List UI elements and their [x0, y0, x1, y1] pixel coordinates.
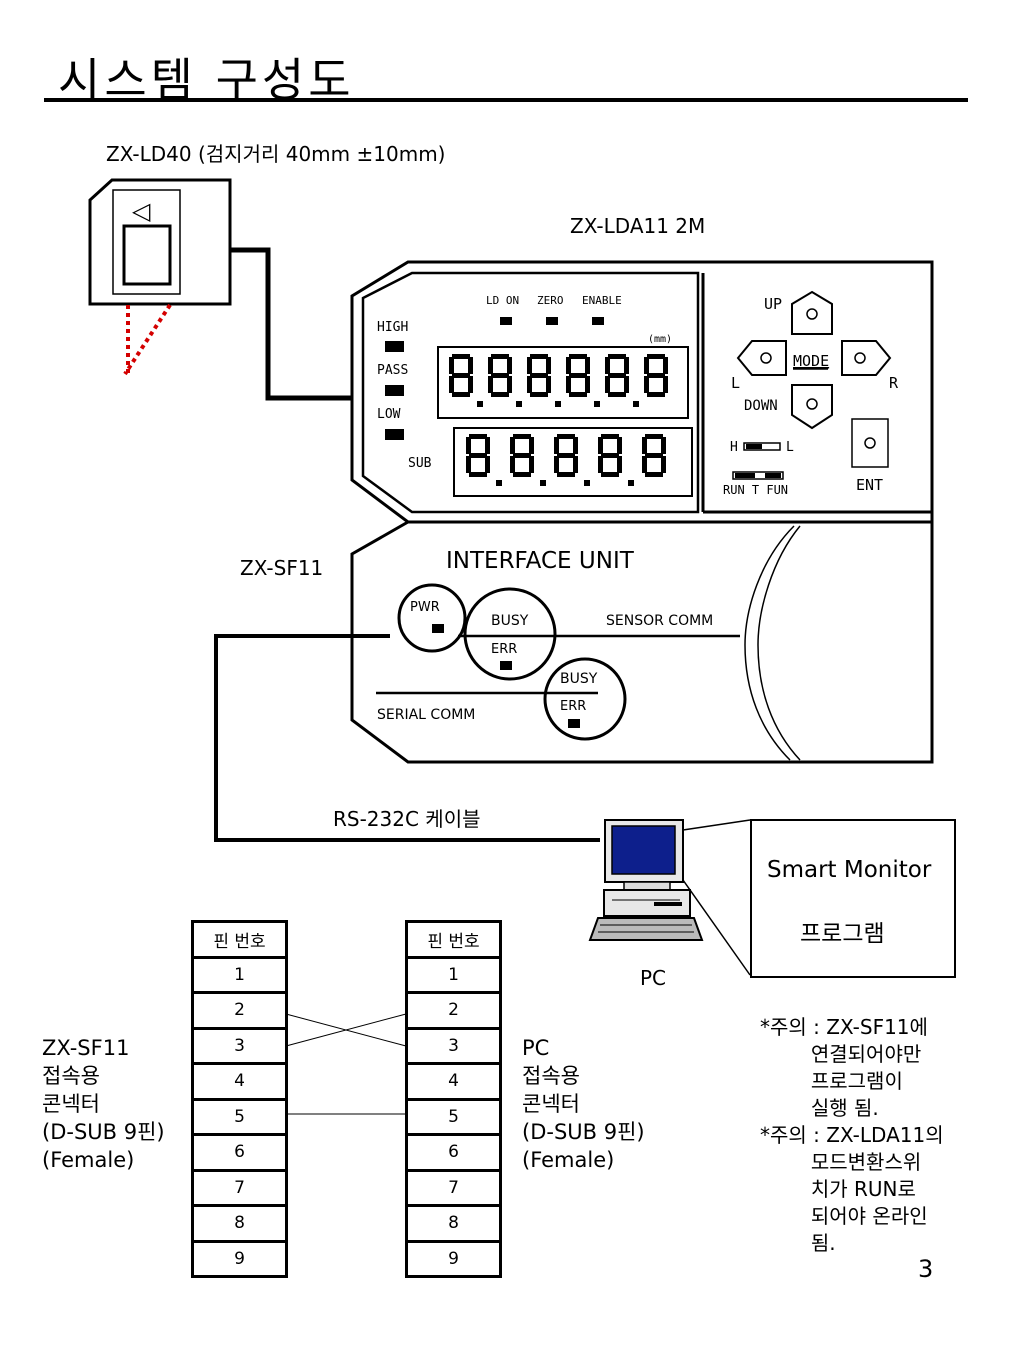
sensor-cable	[231, 247, 356, 401]
left-pin-cell: 7	[191, 1168, 288, 1207]
ent-key-label: ENT	[856, 476, 883, 494]
right-pin-cell: 8	[405, 1204, 502, 1243]
pass-label: PASS	[377, 363, 408, 378]
right-key-icon	[854, 352, 866, 364]
pc-callout-bottom	[682, 879, 751, 976]
sensor-label: ZX-LD40 (검지거리 40mm ±10mm)	[106, 142, 445, 166]
software-name: Smart Monitor	[767, 857, 932, 883]
high-led	[385, 341, 404, 352]
high-label: HIGH	[377, 320, 408, 335]
main-display-digits	[449, 354, 668, 407]
right-pin-table: 핀 번호 1 2 3 4 5 6 7 8 9	[405, 920, 502, 1278]
right-key[interactable]	[841, 340, 892, 376]
interface-unit-title: INTERFACE UNIT	[446, 548, 635, 574]
right-pin-cell: 7	[405, 1168, 502, 1207]
rs232c-cable	[214, 634, 600, 842]
left-pin-cell: 4	[191, 1062, 288, 1101]
left-pin-header: 핀 번호	[191, 920, 288, 959]
busy1-label: BUSY	[491, 613, 529, 629]
pwr-label: PWR	[410, 600, 440, 615]
left-key-label: L	[731, 374, 740, 392]
ent-key[interactable]	[851, 418, 889, 468]
err2-label: ERR	[560, 699, 586, 714]
left-pin-table: 핀 번호 1 2 3 4 5 6 7 8 9	[191, 920, 288, 1278]
sub-label: SUB	[408, 456, 432, 471]
mode-switch[interactable]	[732, 471, 784, 480]
sensor-comm-label: SENSOR COMM	[606, 613, 713, 629]
right-pin-cell: 2	[405, 991, 502, 1030]
left-pin-cell: 8	[191, 1204, 288, 1243]
err1-label: ERR	[491, 642, 517, 657]
down-key-icon	[806, 398, 818, 410]
serial-comm-ring	[543, 657, 627, 741]
left-pin-cell: 9	[191, 1239, 288, 1278]
ld-on-label: LD ON	[486, 294, 519, 307]
l-switch-label: L	[786, 440, 794, 455]
enable-label: ENABLE	[582, 294, 622, 307]
up-key-icon	[806, 308, 818, 320]
low-label: LOW	[377, 407, 401, 422]
low-led	[385, 429, 404, 440]
right-pin-cell: 5	[405, 1097, 502, 1136]
sensor-comm-ring	[463, 587, 557, 681]
pc-label: PC	[640, 966, 666, 990]
pwr-ring	[397, 583, 467, 653]
mode-switch-label: RUN T FUN	[723, 483, 788, 497]
right-pin-header: 핀 번호	[405, 920, 502, 959]
pin-wiring	[285, 1013, 407, 1115]
pc-callout-top	[682, 819, 751, 831]
left-pin-cell: 1	[191, 955, 288, 994]
sub-display-digits	[466, 434, 666, 486]
zero-label: ZERO	[537, 294, 564, 307]
left-pin-cell: 5	[191, 1097, 288, 1136]
busy2-label: BUSY	[560, 671, 598, 687]
left-pin-cell: 3	[191, 1026, 288, 1065]
up-key[interactable]	[791, 290, 833, 335]
pc-icon	[588, 819, 704, 941]
ld-on-led	[500, 317, 512, 325]
up-key-label: UP	[764, 295, 782, 313]
right-pin-cell: 1	[405, 955, 502, 994]
err2-led	[568, 719, 580, 728]
note-2: *주의 : ZX-LDA11의 모드변환스위 치가 RUN로 되어야 온라인 됨…	[760, 1123, 944, 1255]
right-pin-cell: 4	[405, 1062, 502, 1101]
h-switch-label: H	[730, 440, 738, 455]
software-program: 프로그램	[800, 921, 885, 947]
right-pin-cell: 6	[405, 1133, 502, 1172]
down-key-label: DOWN	[744, 398, 778, 414]
sensor-arrow-icon: ◁	[132, 197, 151, 225]
software-box	[750, 819, 956, 978]
pwr-led	[432, 624, 444, 633]
zero-led	[546, 317, 558, 325]
amplifier-label: ZX-LDA11 2M	[570, 214, 705, 238]
serial-comm-label: SERIAL COMM	[377, 707, 475, 723]
interface-unit-label: ZX-SF11	[240, 556, 323, 580]
right-connector-label: PC 접속용 콘넥터 (D-SUB 9핀) (Female)	[522, 1036, 645, 1172]
laser-beam-right	[123, 303, 172, 376]
right-pin-cell: 3	[405, 1026, 502, 1065]
note-1: *주의 : ZX-SF11에 연결되어야만 프로그램이 실행 됨.	[760, 1015, 928, 1120]
left-pin-cell: 6	[191, 1133, 288, 1172]
down-key[interactable]	[791, 384, 833, 430]
err1-led	[500, 661, 512, 670]
right-pin-cell: 9	[405, 1239, 502, 1278]
ent-key-icon	[864, 437, 876, 449]
pass-led	[385, 385, 404, 396]
enable-led	[592, 317, 604, 325]
left-connector-label: ZX-SF11 접속용 콘넥터 (D-SUB 9핀) (Female)	[42, 1036, 165, 1172]
interface-unit: INTERFACE UNIT PWR BUSY ERR SENSOR COMM …	[350, 520, 934, 764]
cable-label: RS-232C 케이블	[333, 807, 481, 831]
right-key-label: R	[889, 374, 899, 392]
mode-key-label: MODE	[793, 352, 829, 370]
left-key[interactable]	[736, 340, 787, 376]
title-rule	[44, 98, 968, 102]
sensor-head: ◁	[88, 178, 232, 376]
amplifier-unit: LD ON ZERO ENABLE HIGH PASS LOW SUB (mm)	[350, 260, 934, 524]
left-pin-cell: 2	[191, 991, 288, 1030]
unit-label: (mm)	[648, 334, 672, 345]
wire-3-to-2	[285, 1013, 407, 1047]
page-number: 3	[918, 1255, 934, 1283]
left-key-icon	[760, 352, 772, 364]
